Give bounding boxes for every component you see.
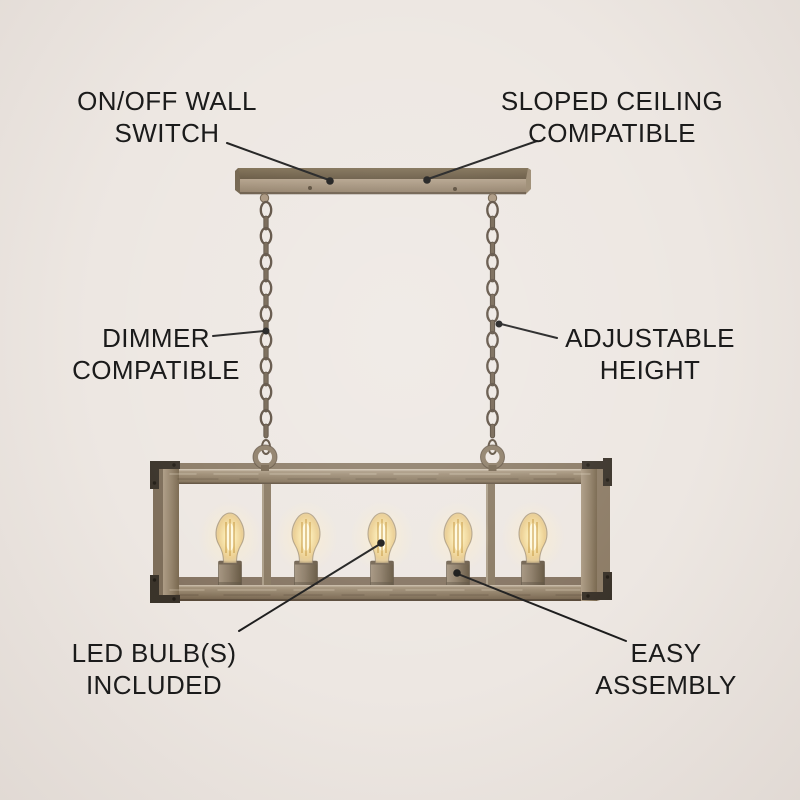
chain-knob-right (487, 193, 498, 203)
label-line: COMPATIBLE (72, 355, 240, 385)
mount-screw (308, 186, 312, 190)
mount-screw (453, 187, 457, 191)
callout-line-adjustable-height (495, 320, 558, 339)
label-line: DIMMER (102, 323, 210, 353)
label-line: LED BULB(S) (71, 638, 237, 668)
frame-divider-right (486, 483, 495, 586)
label-on-off-wall-switch: ON/OFF WALL SWITCH (77, 85, 257, 149)
ceiling-mount-bar (235, 168, 531, 203)
callout-line-easy-assembly (453, 569, 627, 642)
label-line: SWITCH (114, 118, 220, 148)
label-led-bulbs-included: LED BULB(S) INCLUDED (72, 637, 237, 701)
corner-brackets (150, 458, 612, 603)
callout-line-led-bulbs (238, 539, 385, 632)
edison-bulb-1 (197, 500, 263, 588)
label-line: COMPATIBLE (528, 118, 696, 148)
hanger-ring-right (480, 439, 505, 471)
label-line: INCLUDED (85, 670, 223, 700)
frame-stile-left (163, 469, 179, 601)
hanger-ring-left (252, 439, 278, 471)
label-dimmer-compatible: DIMMER COMPATIBLE (72, 322, 240, 386)
label-line: ON/OFF WALL (77, 86, 257, 116)
label-line: ADJUSTABLE (565, 323, 735, 353)
label-adjustable-height: ADJUSTABLE HEIGHT (565, 322, 735, 386)
label-line: ASSEMBLY (595, 670, 737, 700)
hanging-chain-left (259, 200, 273, 439)
frame-front (163, 469, 597, 601)
chain-knob-left (259, 193, 270, 203)
frame-stile-right (581, 469, 597, 601)
edison-bulb-2 (273, 500, 339, 588)
hanging-chain-right (486, 200, 499, 439)
label-line: HEIGHT (599, 355, 701, 385)
callout-line-dimmer (212, 327, 270, 337)
frame-divider-left (262, 483, 271, 586)
label-line: SLOPED CEILING (500, 86, 724, 116)
label-easy-assembly: EASY ASSEMBLY (595, 637, 736, 701)
callout-line-on-off-wall-switch (226, 142, 334, 185)
callout-line-sloped-ceiling (423, 140, 538, 184)
edison-bulb-5 (500, 500, 566, 588)
label-sloped-ceiling-compatible: SLOPED CEILING COMPATIBLE (501, 85, 723, 149)
label-line: EASY (630, 638, 702, 668)
